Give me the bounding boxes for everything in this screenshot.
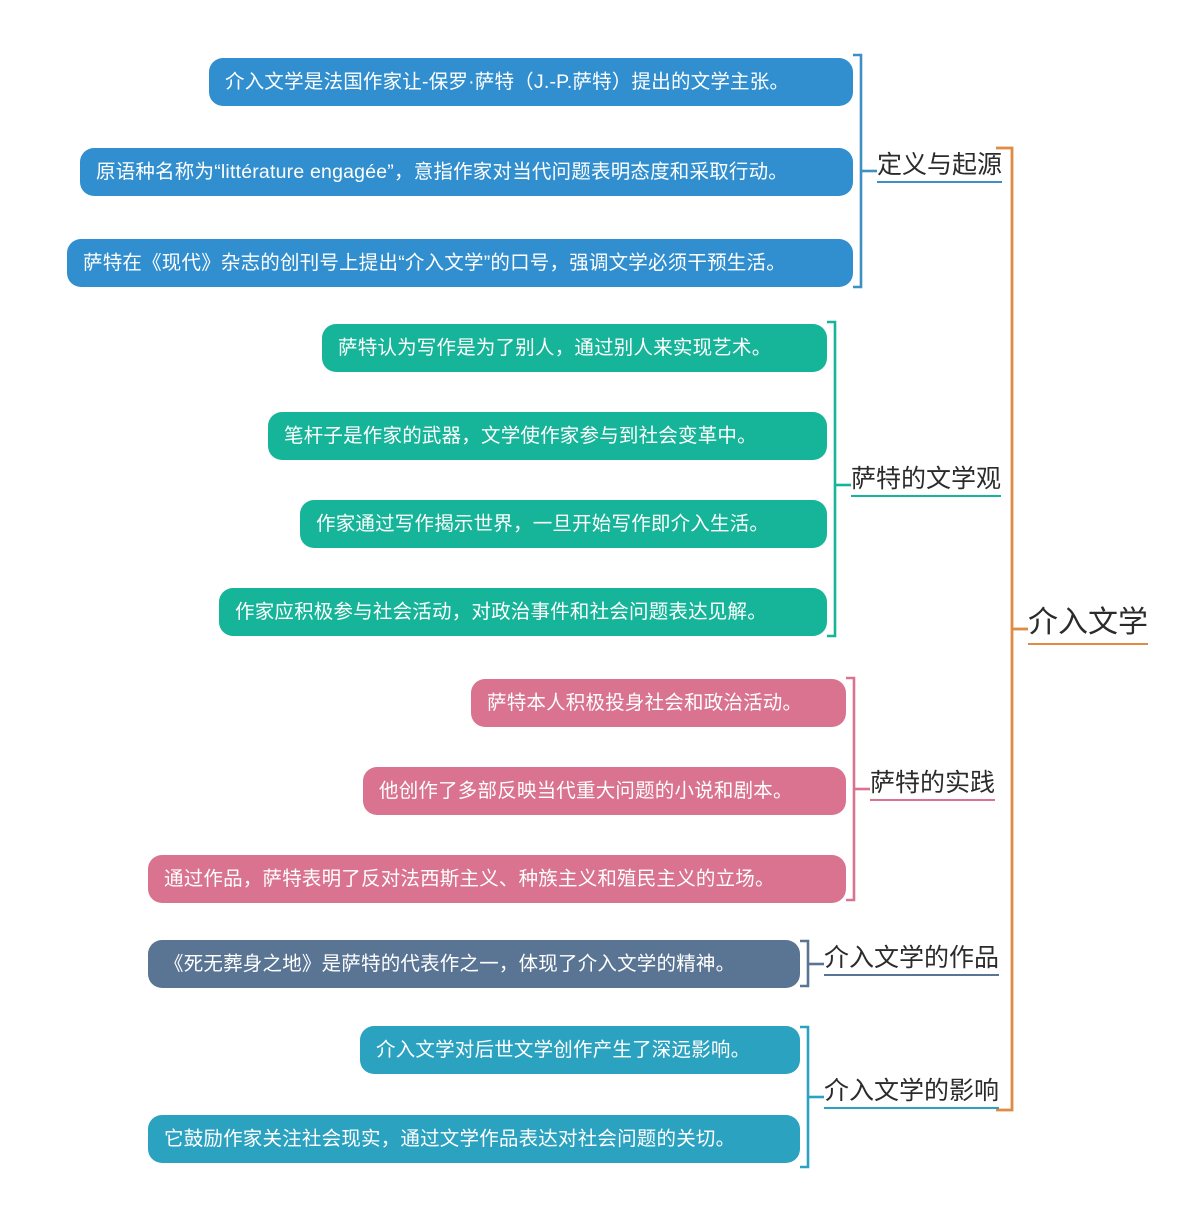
- branch-label-works[interactable]: 介入文学的作品: [824, 944, 1000, 976]
- leaf-node-text: 他创作了多部反映当代重大问题的小说和剧本。: [379, 779, 793, 802]
- root-node[interactable]: 介入文学: [1028, 608, 1148, 645]
- leaf-node-text: 萨特本人积极投身社会和政治活动。: [487, 691, 803, 714]
- leaf-node-text: 萨特在《现代》杂志的创刊号上提出“介入文学”的口号，强调文学必须干预生活。: [83, 251, 786, 274]
- leaf-node[interactable]: 介入文学是法国作家让-保罗·萨特（J.-P.萨特）提出的文学主张。: [209, 58, 853, 106]
- leaf-node[interactable]: 通过作品，萨特表明了反对法西斯主义、种族主义和殖民主义的立场。: [148, 855, 846, 903]
- leaf-node-text: 通过作品，萨特表明了反对法西斯主义、种族主义和殖民主义的立场。: [164, 867, 775, 890]
- leaf-node[interactable]: 作家通过写作揭示世界，一旦开始写作即介入生活。: [300, 500, 827, 548]
- leaf-node-text: 《死无葬身之地》是萨特的代表作之一，体现了介入文学的精神。: [164, 952, 736, 975]
- branch-label-text: 介入文学的作品: [824, 944, 1000, 972]
- branch-underline: [851, 494, 1002, 497]
- leaf-node-text: 笔杆子是作家的武器，文学使作家参与到社会变革中。: [284, 424, 757, 447]
- leaf-node-text: 介入文学对后世文学创作产生了深远影响。: [376, 1038, 751, 1061]
- leaf-node-text: 萨特认为写作是为了别人，通过别人来实现艺术。: [338, 336, 772, 359]
- branch-label-practice[interactable]: 萨特的实践: [870, 769, 996, 801]
- leaf-node-text: 它鼓励作家关注社会现实，通过文学作品表达对社会问题的关切。: [164, 1127, 736, 1150]
- leaf-node-text: 作家通过写作揭示世界，一旦开始写作即介入生活。: [316, 512, 770, 535]
- leaf-node[interactable]: 笔杆子是作家的武器，文学使作家参与到社会变革中。: [268, 412, 827, 460]
- branch-underline: [824, 1106, 1000, 1109]
- leaf-node-text: 原语种名称为“littérature engagée”，意指作家对当代问题表明态…: [96, 160, 789, 183]
- leaf-node[interactable]: 萨特在《现代》杂志的创刊号上提出“介入文学”的口号，强调文学必须干预生活。: [67, 239, 853, 287]
- branch-underline: [877, 180, 1003, 183]
- leaf-node[interactable]: 它鼓励作家关注社会现实，通过文学作品表达对社会问题的关切。: [148, 1115, 800, 1163]
- leaf-node[interactable]: 作家应积极参与社会活动，对政治事件和社会问题表达见解。: [219, 588, 827, 636]
- leaf-node-text: 介入文学是法国作家让-保罗·萨特（J.-P.萨特）提出的文学主张。: [225, 70, 790, 93]
- branch-label-text: 定义与起源: [877, 151, 1003, 179]
- branch-underline: [870, 798, 996, 801]
- branch-label-definition[interactable]: 定义与起源: [877, 151, 1003, 183]
- branch-underline: [824, 973, 1000, 976]
- root-underline: [1028, 642, 1148, 645]
- leaf-node[interactable]: 萨特认为写作是为了别人，通过别人来实现艺术。: [322, 324, 827, 372]
- root-node-text: 介入文学: [1028, 606, 1148, 639]
- leaf-node[interactable]: 介入文学对后世文学创作产生了深远影响。: [360, 1026, 800, 1074]
- branch-label-literary-view[interactable]: 萨特的文学观: [851, 465, 1002, 497]
- leaf-node[interactable]: 《死无葬身之地》是萨特的代表作之一，体现了介入文学的精神。: [148, 940, 800, 988]
- branch-label-influence[interactable]: 介入文学的影响: [824, 1077, 1000, 1109]
- leaf-node-text: 作家应积极参与社会活动，对政治事件和社会问题表达见解。: [235, 600, 767, 623]
- branch-label-text: 萨特的实践: [870, 769, 996, 797]
- branch-label-text: 萨特的文学观: [851, 465, 1002, 493]
- leaf-node[interactable]: 原语种名称为“littérature engagée”，意指作家对当代问题表明态…: [80, 148, 853, 196]
- leaf-node[interactable]: 萨特本人积极投身社会和政治活动。: [471, 679, 846, 727]
- branch-label-text: 介入文学的影响: [824, 1077, 1000, 1105]
- leaf-node[interactable]: 他创作了多部反映当代重大问题的小说和剧本。: [363, 767, 846, 815]
